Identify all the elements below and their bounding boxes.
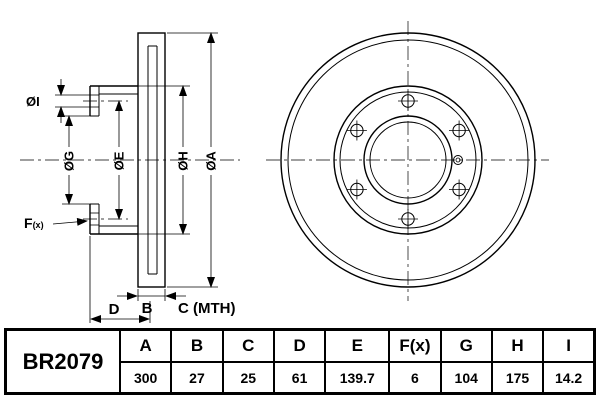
dim-bore-g: ØG bbox=[62, 115, 90, 205]
dim-thickness-b: B C (MTH) bbox=[117, 289, 235, 317]
stud-hole bbox=[398, 91, 418, 111]
dim-label-f: F(x) bbox=[24, 215, 44, 231]
disc-section-outline bbox=[137, 32, 166, 288]
col-header-g: G bbox=[439, 328, 493, 363]
col-header-d: D bbox=[272, 328, 327, 363]
col-header-f: F(x) bbox=[388, 328, 442, 363]
technical-drawing: ØA ØH ØE ØG bbox=[20, 21, 549, 323]
dim-height-d: D bbox=[89, 236, 151, 323]
stud-hole bbox=[346, 120, 367, 141]
value-a: 300 bbox=[118, 361, 173, 395]
dim-outer-diameter-a: ØA bbox=[167, 32, 219, 288]
front-view bbox=[266, 21, 549, 301]
dim-hat-diameter-h: ØH bbox=[138, 85, 191, 235]
dim-pcd-e: ØE bbox=[112, 100, 127, 220]
dim-label-g: ØG bbox=[62, 151, 77, 171]
dim-label-c-mth: C (MTH) bbox=[178, 300, 235, 317]
cross-section-view bbox=[20, 32, 240, 288]
centre-bore-circle bbox=[363, 115, 453, 205]
bore-chamfer-circle bbox=[369, 121, 447, 199]
dim-label-a: ØA bbox=[204, 151, 219, 171]
stud-hole bbox=[449, 179, 469, 200]
hat-circle bbox=[333, 85, 483, 235]
dimensions: ØA ØH ØE ØG bbox=[24, 32, 235, 323]
dim-label-i: ØI bbox=[26, 94, 40, 109]
dim-label-d: D bbox=[109, 301, 120, 318]
dim-label-b: B bbox=[142, 300, 153, 317]
stud-hole bbox=[449, 120, 469, 141]
col-header-c: C bbox=[221, 328, 275, 363]
outer-diameter-circle bbox=[280, 32, 536, 288]
value-c: 25 bbox=[221, 361, 275, 395]
col-header-b: B bbox=[170, 328, 224, 363]
col-header-a: A bbox=[118, 328, 173, 363]
dim-label-h: ØH bbox=[176, 151, 191, 171]
spec-table: BR2079 A B C D E F(x) G H I 300 27 25 61… bbox=[4, 328, 596, 395]
value-f: 6 bbox=[388, 361, 442, 395]
value-b: 27 bbox=[170, 361, 224, 395]
col-header-e: E bbox=[324, 328, 391, 363]
locating-screw-hole bbox=[453, 155, 463, 165]
dim-stud-hole-i: ØI bbox=[26, 79, 90, 123]
stud-holes bbox=[346, 91, 469, 229]
stud-hole bbox=[346, 179, 367, 200]
part-number: BR2079 bbox=[4, 328, 121, 395]
friction-face-circle bbox=[287, 39, 529, 281]
dim-hole-count-f: F(x) bbox=[24, 215, 88, 231]
dim-label-e: ØE bbox=[112, 151, 127, 170]
value-d: 61 bbox=[272, 361, 327, 395]
value-e: 139.7 bbox=[324, 361, 391, 395]
stud-hole bbox=[398, 209, 418, 229]
col-header-i: I bbox=[542, 328, 596, 363]
value-h: 175 bbox=[490, 361, 545, 395]
col-header-h: H bbox=[490, 328, 545, 363]
value-i: 14.2 bbox=[542, 361, 596, 395]
value-g: 104 bbox=[439, 361, 493, 395]
